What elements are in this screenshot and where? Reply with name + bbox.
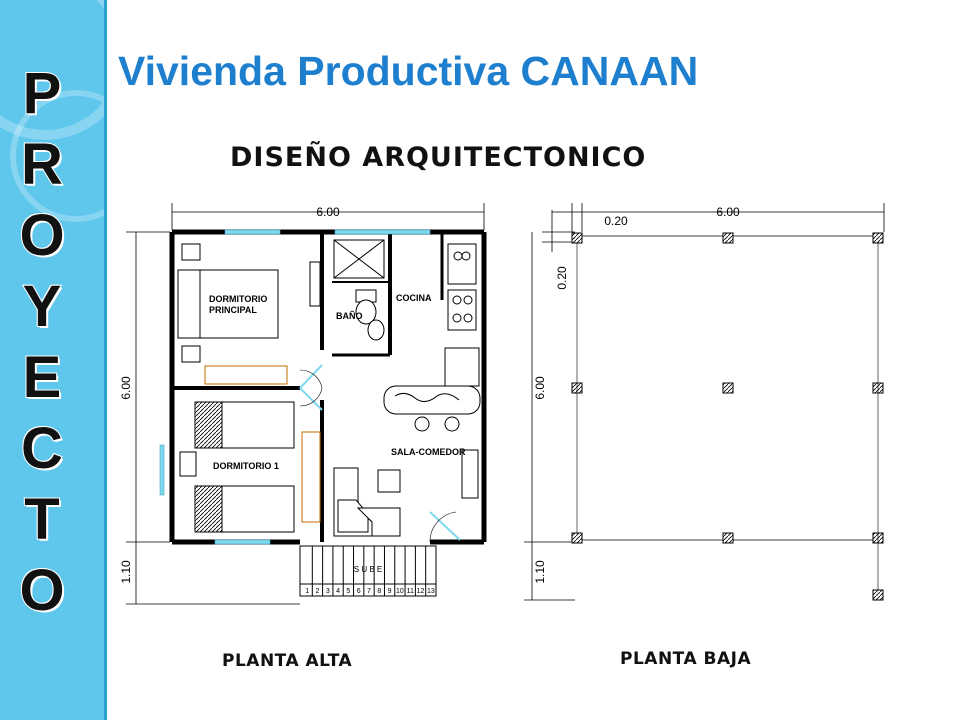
- planta-alta-dim-height: 6.00: [119, 376, 133, 400]
- stair-step-number: 12: [417, 588, 425, 595]
- column: [722, 232, 734, 244]
- sidebar-edge: [104, 0, 107, 720]
- planta-alta-windows: [159, 229, 431, 545]
- living-furniture: [333, 449, 479, 537]
- stair-step-number: 4: [336, 588, 340, 595]
- stair-direction-label: S U B E: [354, 565, 382, 574]
- stair-treads: [311, 546, 427, 596]
- planta-baja-plan: 6.00 0.20 0.20 6.00 1.10: [524, 203, 885, 601]
- stair-step-number: 1: [305, 588, 309, 595]
- dining-counter: [383, 385, 481, 432]
- room-label-dormitorio-1: DORMITORIO 1: [213, 461, 279, 471]
- stair-step-number: 10: [396, 588, 404, 595]
- stair-step-number: 5: [346, 588, 350, 595]
- caption-planta-baja: PLANTA BAJA: [620, 649, 752, 669]
- decorative-swirl: [10, 90, 106, 222]
- bathroom-fixtures: [309, 239, 385, 341]
- column: [722, 382, 734, 394]
- room-label-principal: PRINCIPAL: [209, 305, 257, 315]
- planta-baja-grid-lines: [576, 243, 879, 590]
- sidebar-banner: P R O Y E C T O: [0, 0, 106, 720]
- stair-step-number: 6: [357, 588, 361, 595]
- caption-planta-alta: PLANTA ALTA: [222, 651, 353, 671]
- room-label-cocina: COCINA: [396, 293, 432, 303]
- planta-baja-dim-offset-y: 0.20: [555, 266, 569, 290]
- stair-step-number: 13: [427, 588, 435, 595]
- stair-step-number: 9: [388, 588, 392, 595]
- bed-dormitorio-1: [179, 401, 321, 533]
- vertical-letter: Y: [22, 273, 63, 340]
- planta-baja-dim-width: 6.00: [716, 205, 740, 219]
- vertical-letter: T: [23, 486, 60, 553]
- planta-alta-plan: 6.00 6.00 1.10: [119, 203, 487, 605]
- column: [872, 232, 884, 244]
- vertical-letter: O: [18, 202, 65, 269]
- kitchen-fixtures: [444, 243, 480, 387]
- stair-step-number: 11: [407, 588, 414, 595]
- vertical-letter: E: [22, 344, 63, 411]
- vertical-letter: C: [20, 415, 64, 482]
- door-arcs: [299, 369, 457, 543]
- column: [571, 232, 583, 244]
- room-labels: DORMITORIO PRINCIPAL BAÑO COCINA SALA-CO…: [209, 293, 466, 471]
- vertical-letter: R: [20, 131, 64, 198]
- room-label-sala-comedor: SALA-COMEDOR: [391, 447, 466, 457]
- page-subtitle: DISEÑO ARQUITECTONICO: [230, 142, 647, 173]
- stair-step-number: 2: [316, 588, 320, 595]
- bed-principal: [177, 243, 279, 363]
- room-label-bano: BAÑO: [336, 311, 363, 321]
- stair-step-number: 8: [377, 588, 381, 595]
- room-label-dormitorio-principal: DORMITORIO: [209, 294, 267, 304]
- column: [571, 532, 583, 544]
- vertical-title: P R O Y E C T O: [0, 58, 106, 626]
- planta-baja-dim-offset-x: 0.20: [604, 214, 628, 228]
- vertical-letter: P: [22, 60, 63, 127]
- planta-baja-dim-height: 6.00: [533, 376, 547, 400]
- column: [722, 532, 734, 544]
- page-title: Vivienda Productiva CANAAN: [118, 48, 699, 94]
- planta-baja-dim-bottom: 1.10: [533, 560, 547, 584]
- planta-alta-dim-stair: 1.10: [119, 560, 133, 584]
- column: [872, 589, 884, 601]
- planta-alta-doors: [299, 364, 461, 541]
- structural-columns: [571, 232, 884, 601]
- planta-alta-walls: [169, 229, 487, 545]
- vertical-letter: O: [18, 557, 65, 624]
- planta-alta-dimensions: [126, 203, 485, 605]
- stair-step-number: 3: [326, 588, 330, 595]
- planta-alta-dim-width: 6.00: [316, 205, 340, 219]
- wardrobe: [204, 365, 288, 385]
- stair-step-number: 7: [367, 588, 371, 595]
